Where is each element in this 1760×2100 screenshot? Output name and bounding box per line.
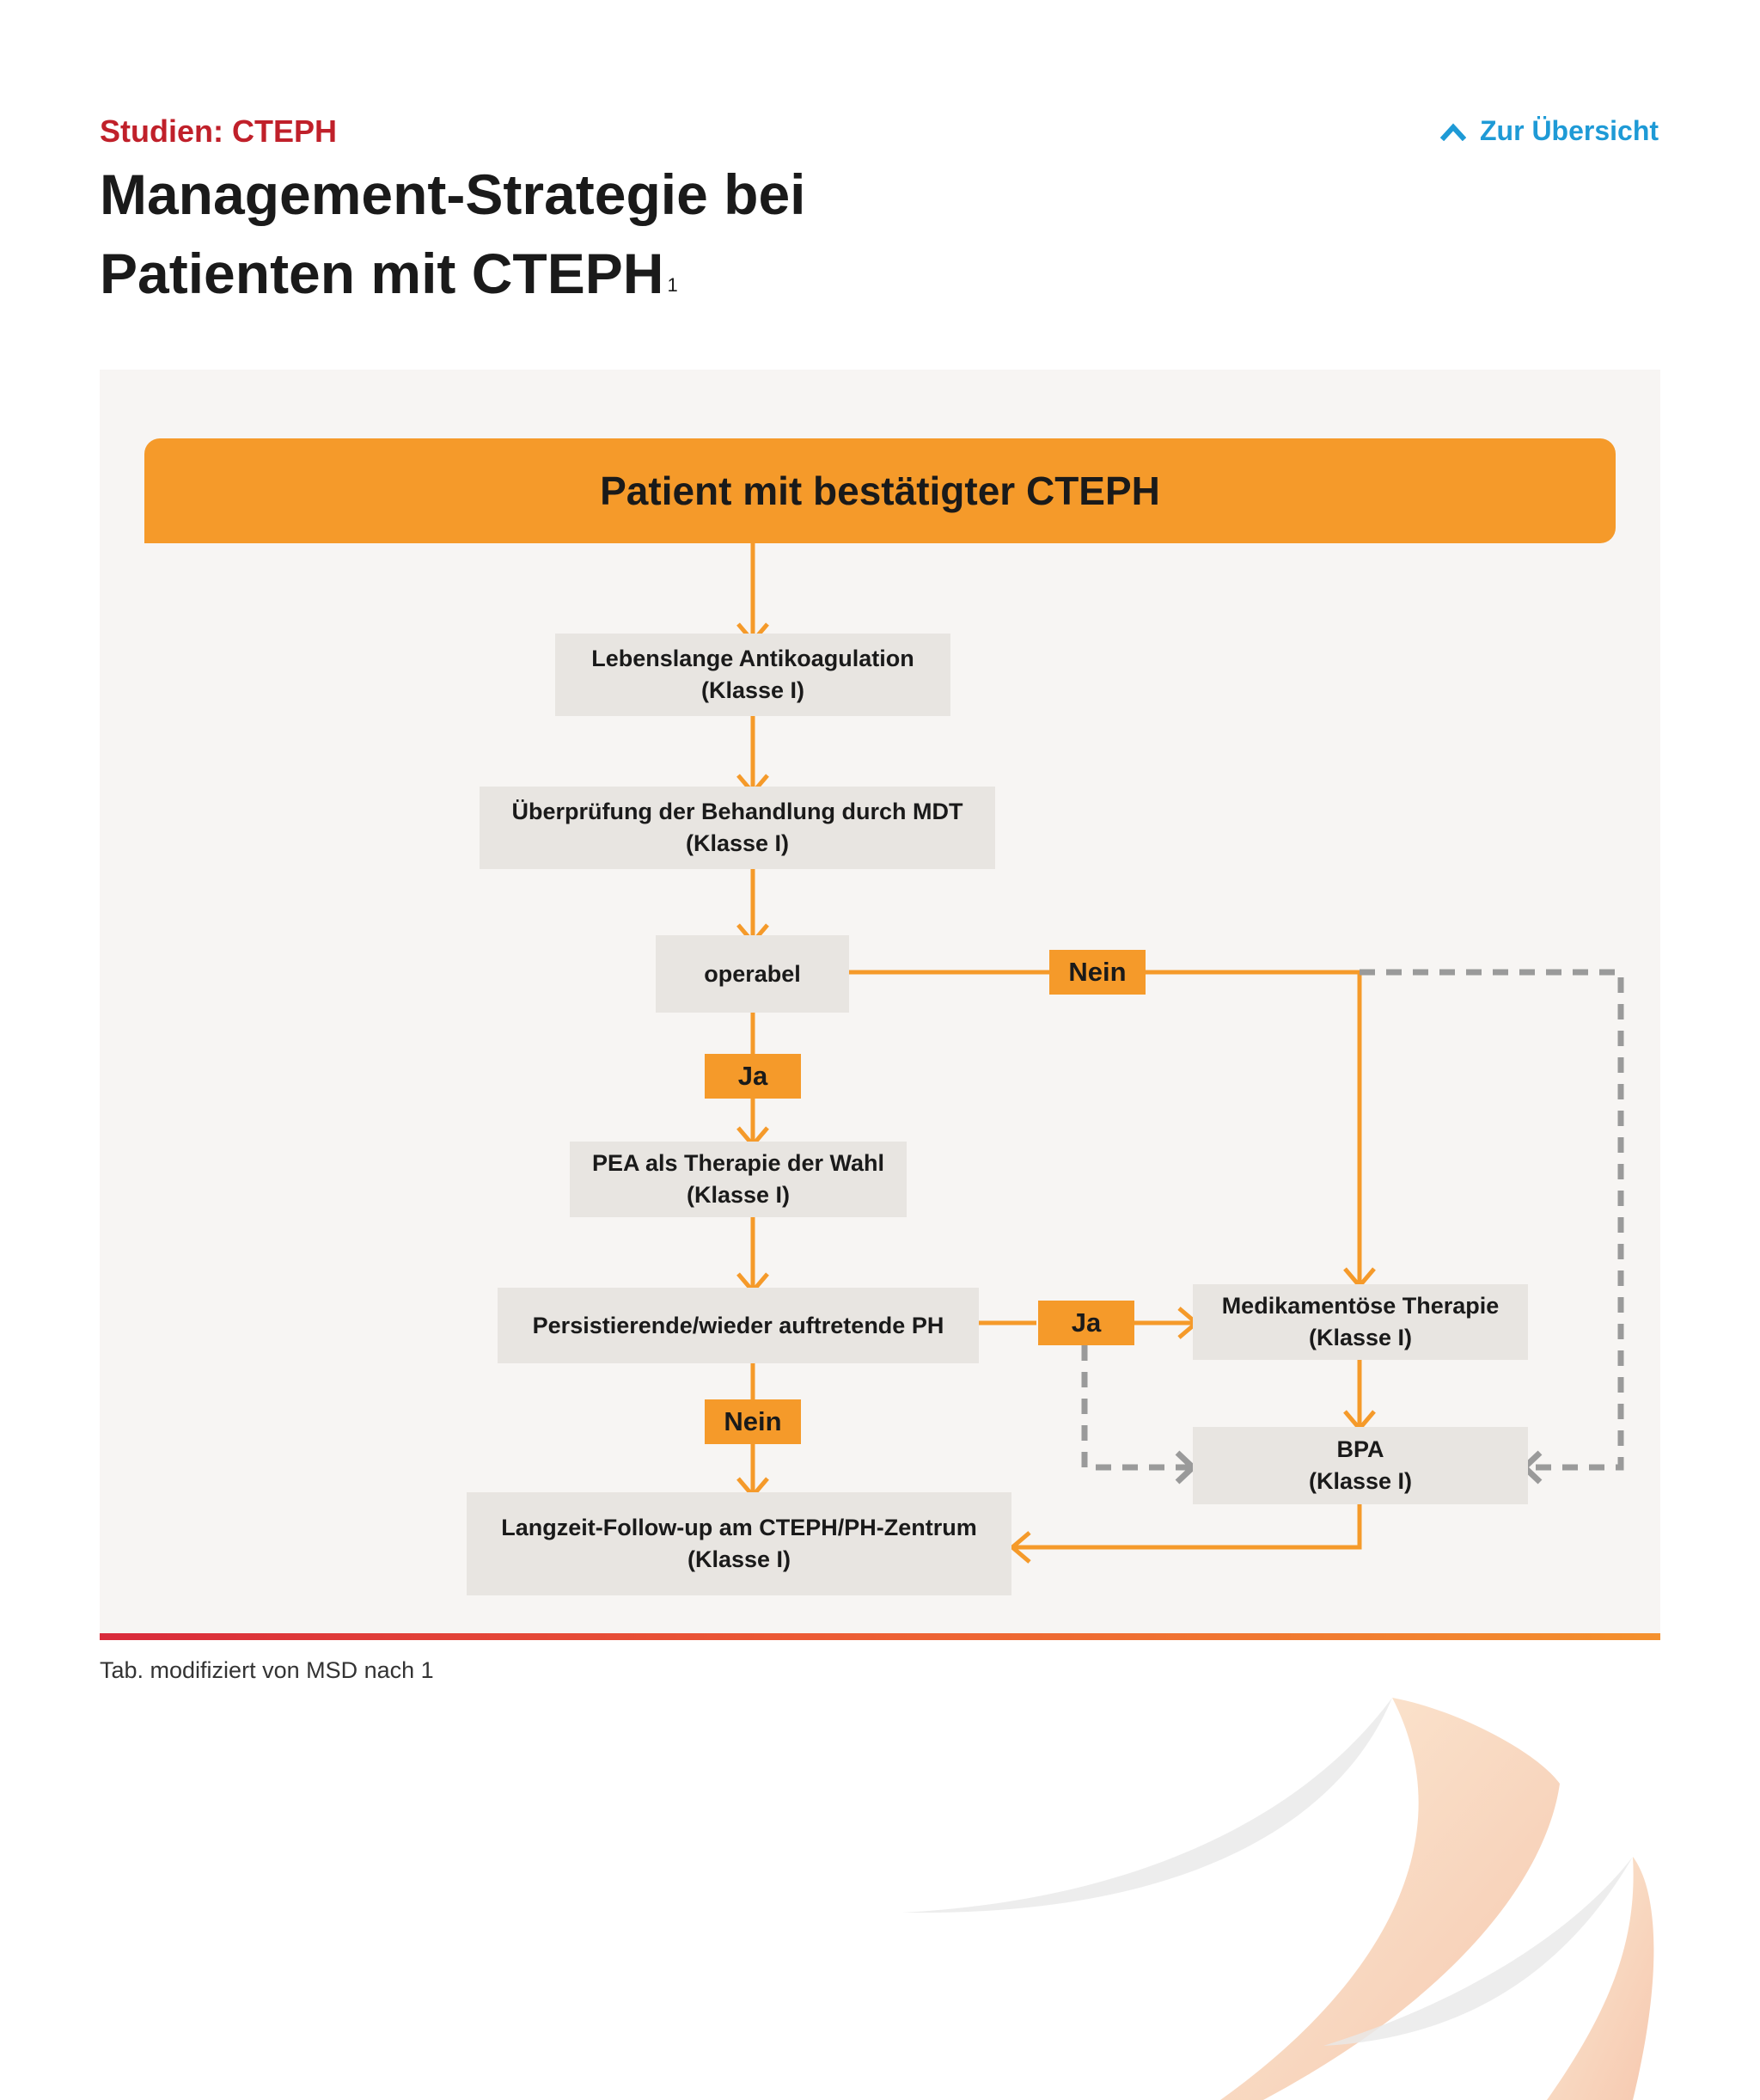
footnote-marker: 1: [667, 274, 678, 296]
node-long-term-followup-class: (Klasse I): [687, 1546, 791, 1572]
node-mdt-review-class: (Klasse I): [685, 830, 790, 856]
page-title-text: Management-Strategie bei Patienten mit C…: [100, 162, 806, 305]
node-medical-therapy-class: (Klasse I): [1308, 1325, 1413, 1350]
node-persistent-ph: Persistierende/wieder auftretende PH: [498, 1288, 979, 1363]
node-anticoagulation-title: Lebenslange Antikoagulation: [591, 646, 914, 671]
label-operable-yes: Ja: [705, 1054, 801, 1099]
chevron-up-icon: [1440, 123, 1466, 141]
source-note: Tab. modifiziert von MSD nach 1: [100, 1657, 434, 1683]
node-anticoagulation-class: (Klasse I): [700, 677, 805, 703]
label-persist-yes: Ja: [1038, 1301, 1134, 1345]
node-long-term-followup: Langzeit-Follow-up am CTEPH/PH-Zentrum (…: [467, 1492, 1011, 1595]
node-persistent-ph-title: Persistierende/wieder auftretende PH: [532, 1312, 944, 1338]
node-bpa: BPA (Klasse I): [1193, 1427, 1528, 1504]
label-operable-no: Nein: [1049, 950, 1146, 995]
node-mdt-review-title: Überprüfung der Behandlung durch MDT: [511, 799, 963, 824]
section-kicker: Studien: CTEPH: [100, 113, 337, 149]
node-medical-therapy: Medikamentöse Therapie (Klasse I): [1193, 1284, 1528, 1360]
node-anticoagulation: Lebenslange Antikoagulation (Klasse I): [555, 634, 950, 716]
node-pea: PEA als Therapie der Wahl (Klasse I): [570, 1142, 907, 1217]
node-pea-class: (Klasse I): [686, 1182, 791, 1208]
overview-link-label: Zur Übersicht: [1480, 115, 1659, 146]
node-long-term-followup-title: Langzeit-Follow-up am CTEPH/PH-Zentrum: [501, 1515, 977, 1540]
node-bpa-class: (Klasse I): [1308, 1468, 1413, 1494]
start-node: Patient mit bestätigter CTEPH: [144, 438, 1616, 543]
label-persist-no: Nein: [705, 1399, 801, 1444]
divider-line: [100, 1633, 1660, 1640]
node-bpa-title: BPA: [1336, 1436, 1384, 1462]
flowchart-panel: Patient mit bestätigter CTEPH Lebenslang…: [100, 370, 1660, 1637]
page-title: Management-Strategie bei Patienten mit C…: [100, 155, 1045, 313]
node-operable: operabel: [656, 935, 849, 1013]
node-operable-title: operabel: [704, 960, 801, 987]
node-pea-title: PEA als Therapie der Wahl: [591, 1150, 885, 1176]
node-mdt-review: Überprüfung der Behandlung durch MDT (Kl…: [480, 787, 995, 869]
overview-link[interactable]: Zur Übersicht: [1440, 115, 1659, 147]
node-medical-therapy-title: Medikamentöse Therapie: [1221, 1293, 1500, 1319]
